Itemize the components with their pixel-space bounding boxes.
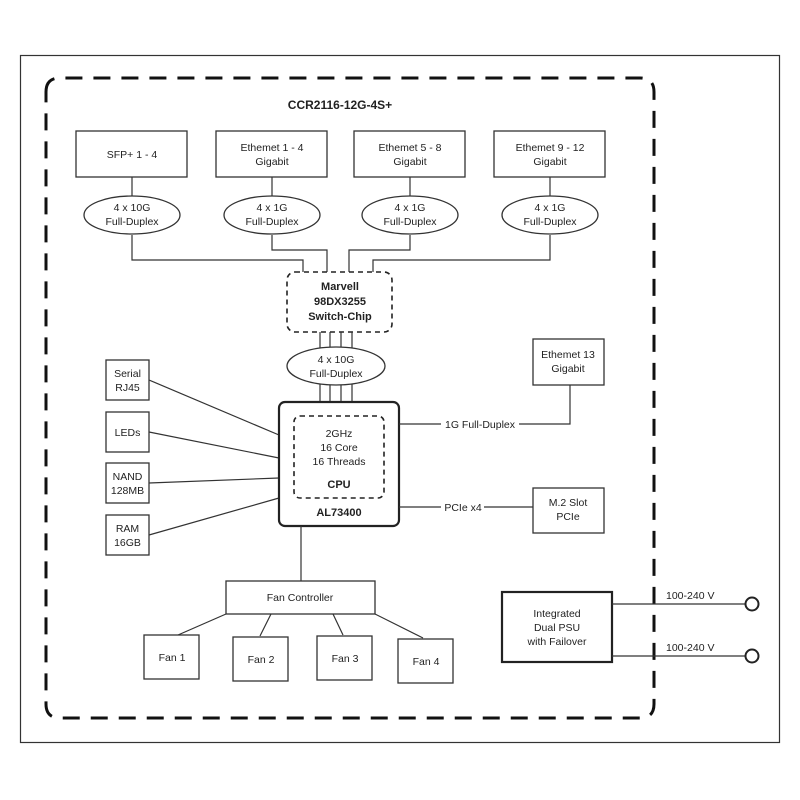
fan-label-4-line-1: Fan 4: [413, 656, 440, 668]
peripheral-label-2-line-1: LEDs: [115, 427, 141, 439]
port-link-label-2-line-1: 4 x 1G: [257, 202, 288, 214]
port-link-4: [501, 195, 599, 235]
eth13-link-label: 1G Full-Duplex: [445, 419, 516, 431]
port-group-4: Ethemet 9 - 12 Gigabit 4 x 1G Full-Duplex: [493, 130, 606, 235]
port-box-1: [75, 130, 188, 178]
power-input-1-icon: [744, 596, 760, 612]
peripheral-label-4-line-2: 16GB: [114, 537, 141, 549]
switch-cpu-link-line-2: Full-Duplex: [309, 368, 363, 380]
fan-label-1-line-1: Fan 1: [159, 652, 186, 664]
cpu-spec-threads: 16 Threads: [313, 456, 366, 468]
switch-chip-line-1: Marvell: [321, 281, 359, 293]
fan-1: Fan 1: [143, 634, 200, 680]
port-link-label-4-line-1: 4 x 1G: [535, 202, 566, 214]
fan-4: Fan 4: [397, 638, 454, 684]
port-link-label-3-line-1: 4 x 1G: [395, 202, 426, 214]
psu-label-3: with Failover: [527, 636, 587, 648]
peripheral-4: RAM 16GB: [105, 514, 150, 556]
cpu-spec-freq: 2GHz: [326, 428, 353, 440]
peripheral-label-1-line-1: Serial: [114, 368, 141, 380]
cpu-block: 2GHz 16 Core 16 Threads CPU AL73400: [277, 400, 401, 528]
port-link-1: [83, 195, 181, 235]
port-group-2: Ethemet 1 - 4 Gigabit 4 x 1G Full-Duplex: [215, 130, 328, 235]
psu-label-1: Integrated: [533, 608, 580, 620]
m2-label-1: M.2 Slot: [549, 497, 588, 509]
switch-chip-line-3: Switch-Chip: [308, 311, 372, 323]
fan-label-2-line-1: Fan 2: [248, 654, 275, 666]
cpu-spec-cores: 16 Core: [320, 442, 358, 454]
psu-group: Integrated Dual PSU with Failover 100-24…: [500, 590, 760, 664]
fan-controller-group: Fan Controller: [177, 526, 424, 639]
port-label-1-line-1: SFP+ 1 - 4: [107, 149, 158, 161]
peripheral-label-3-line-1: NAND: [113, 471, 143, 483]
psu-input-1-label: 100-240 V: [666, 590, 714, 602]
power-input-2-icon: [744, 648, 760, 664]
m2-group: PCIe x4 M.2 Slot PCIe: [399, 487, 605, 534]
peripheral-label-3-line-2: 128MB: [111, 485, 144, 497]
peripheral-3: NAND 128MB: [105, 462, 150, 504]
port-box-3: [353, 130, 466, 178]
switch-cpu-link: 4 x 10G Full-Duplex: [286, 346, 386, 386]
device-title: CCR2116-12G-4S+: [288, 98, 392, 112]
m2-link-label: PCIe x4: [444, 502, 482, 514]
port-group-3: Ethemet 5 - 8 Gigabit 4 x 1G Full-Duplex: [353, 130, 466, 235]
peripheral-wires: [148, 379, 280, 536]
port-label-3-line-1: Ethemet 5 - 8: [378, 142, 441, 154]
port-wiring: [131, 235, 551, 272]
fans: Fan 1 Fan 2 Fan 3 Fan 4: [143, 634, 454, 684]
port-label-4-line-1: Ethemet 9 - 12: [516, 142, 585, 154]
port-group-1: SFP+ 1 - 4 4 x 10G Full-Duplex: [75, 130, 188, 235]
fan-3: Fan 3: [316, 635, 373, 681]
port-link-label-2-line-2: Full-Duplex: [245, 216, 299, 228]
peripheral-label-4-line-1: RAM: [116, 523, 139, 535]
ethernet-13-group: 1G Full-Duplex Ethemet 13 Gigabit: [399, 338, 605, 431]
port-label-3-line-2: Gigabit: [393, 156, 426, 168]
port-link-2: [223, 195, 321, 235]
peripheral-label-1-line-2: RJ45: [115, 382, 140, 394]
port-link-label-1-line-2: Full-Duplex: [105, 216, 159, 228]
device-boundary: [44, 76, 656, 720]
psu-input-2-label: 100-240 V: [666, 642, 714, 654]
fan-controller-label: Fan Controller: [267, 592, 334, 604]
port-link-label-4-line-2: Full-Duplex: [523, 216, 577, 228]
cpu-model: AL73400: [316, 507, 361, 519]
fan-2: Fan 2: [232, 636, 289, 682]
peripheral-2: LEDs: [105, 411, 150, 453]
port-box-4: [493, 130, 606, 178]
eth13-label-1: Ethemet 13: [541, 349, 595, 361]
cpu-label: CPU: [327, 479, 350, 491]
port-label-2-line-2: Gigabit: [255, 156, 288, 168]
port-link-label-3-line-2: Full-Duplex: [383, 216, 437, 228]
fan-label-3-line-1: Fan 3: [332, 653, 359, 665]
switch-chip: Marvell 98DX3255 Switch-Chip: [286, 271, 393, 333]
eth13-label-2: Gigabit: [551, 363, 584, 375]
port-label-2-line-1: Ethemet 1 - 4: [240, 142, 303, 154]
m2-label-2: PCIe: [556, 511, 580, 523]
port-link-label-1-line-1: 4 x 10G: [114, 202, 151, 214]
psu-label-2: Dual PSU: [534, 622, 580, 634]
switch-cpu-link-line-1: 4 x 10G: [318, 354, 355, 366]
port-link-3: [361, 195, 459, 235]
port-box-2: [215, 130, 328, 178]
port-label-4-line-2: Gigabit: [533, 156, 566, 168]
switch-chip-line-2: 98DX3255: [314, 296, 366, 308]
